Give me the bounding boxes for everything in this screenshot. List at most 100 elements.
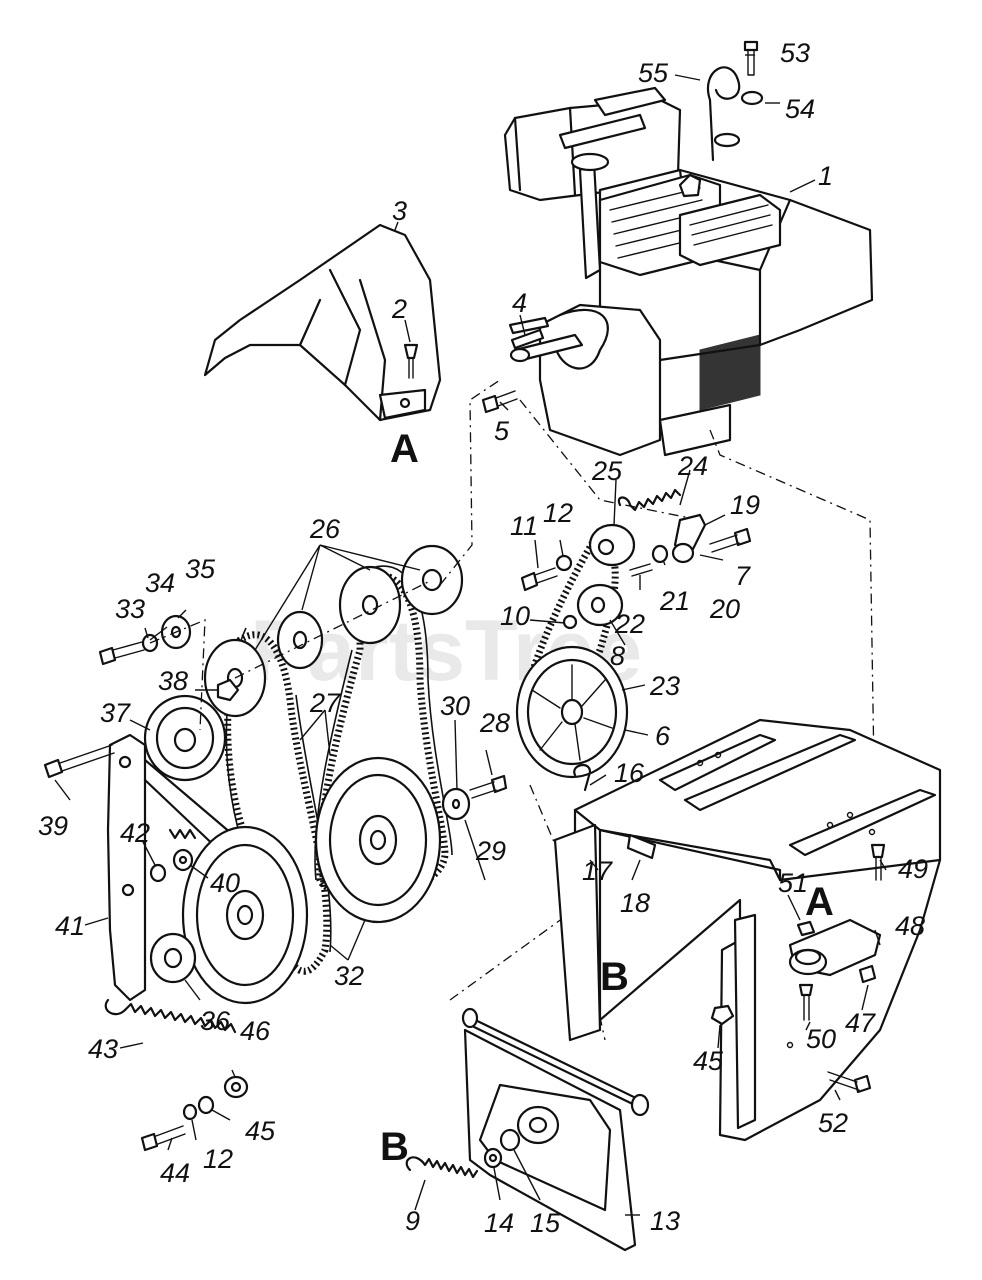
pulley-26-c: [338, 565, 402, 645]
callout-48: 48: [895, 911, 925, 941]
callout-37: 37: [100, 698, 131, 728]
washer-30: [441, 787, 471, 821]
bolt-47: [858, 964, 877, 984]
bolt-22: [629, 563, 653, 577]
callout-51: 51: [778, 868, 808, 898]
callout-12-left: 12: [203, 1144, 233, 1174]
belt-left: [224, 631, 331, 975]
spring: [168, 828, 197, 840]
bracket-48: [788, 918, 882, 977]
callout-19: 19: [730, 490, 760, 520]
spring-24: [617, 488, 682, 512]
pulley-6: [515, 645, 629, 779]
callout-45-right: 45: [693, 1046, 724, 1076]
callout-23: 23: [649, 671, 680, 701]
spacer-18: [626, 833, 657, 860]
callout-36: 36: [200, 1006, 231, 1036]
callout-24: 24: [677, 451, 708, 481]
callout-33: 33: [115, 594, 145, 624]
callout-35: 35: [185, 554, 216, 584]
callout-50: 50: [806, 1024, 836, 1054]
callout-21: 21: [659, 586, 690, 616]
idler-pulley-37: [143, 694, 227, 782]
spring-9: [405, 1156, 479, 1179]
leader-lines: [54, 54, 887, 1216]
callout-52: 52: [818, 1108, 848, 1138]
bolt-4: [510, 328, 545, 350]
belt-right: [315, 571, 449, 899]
callout-44: 44: [160, 1158, 190, 1188]
callout-54: 54: [785, 94, 815, 124]
marker-b-right: B: [600, 955, 629, 999]
callouts: 1 2 3 4 5 6 7 8 9 10 11 12 12 12 13 14 1…: [38, 38, 928, 1238]
callout-3: 3: [392, 196, 407, 226]
callout-8: 8: [610, 641, 625, 671]
callout-13: 13: [650, 1206, 680, 1236]
washer-15: [499, 1128, 521, 1152]
callout-2: 2: [391, 294, 407, 324]
nut-46: [223, 1075, 249, 1099]
callout-30: 30: [440, 691, 470, 721]
frame: [553, 718, 942, 1142]
callout-39: 39: [38, 811, 68, 841]
callout-26: 26: [309, 514, 341, 544]
bolt-7: [709, 527, 752, 553]
callout-45-left: 45: [245, 1116, 276, 1146]
callout-41: 41: [55, 911, 85, 941]
callout-1: 1: [818, 161, 833, 191]
callout-25: 25: [591, 456, 623, 486]
nut-45-right: [710, 1004, 735, 1026]
lower-housing: [461, 1007, 650, 1252]
callout-27: 27: [309, 688, 341, 718]
callout-22: 22: [614, 609, 645, 639]
callout-11: 11: [510, 511, 538, 541]
callout-4: 4: [512, 288, 527, 318]
washer-12-mid: [555, 554, 573, 572]
callout-15: 15: [530, 1208, 561, 1238]
callout-47: 47: [845, 1008, 876, 1038]
callout-5: 5: [494, 416, 510, 446]
pulley-32-right: [314, 756, 442, 924]
callout-28: 28: [479, 708, 510, 738]
belt-23: [521, 523, 619, 712]
nut-38: [216, 678, 240, 702]
callout-14: 14: [484, 1208, 514, 1238]
handle-wire: [707, 66, 741, 162]
spring-43: [104, 998, 237, 1034]
bolt-11: [520, 567, 558, 592]
pulley-32-left: [181, 825, 309, 1005]
bolt-53: [743, 40, 759, 76]
bolt-28: [469, 774, 508, 799]
callout-10: 10: [500, 601, 530, 631]
pulley-8: [576, 583, 624, 627]
callout-32: 32: [334, 961, 364, 991]
callout-20: 20: [709, 594, 740, 624]
callout-12-mid: 12: [543, 498, 573, 528]
callout-38: 38: [158, 666, 188, 696]
callout-9: 9: [405, 1206, 420, 1236]
nut-14: [483, 1147, 503, 1169]
callout-42: 42: [120, 818, 150, 848]
engine: [503, 86, 874, 457]
callout-49: 49: [898, 854, 928, 884]
marker-a-lower: A: [805, 880, 834, 924]
callout-55: 55: [638, 58, 669, 88]
screw-2: [403, 343, 419, 379]
callout-53: 53: [780, 38, 810, 68]
callout-46: 46: [240, 1016, 271, 1046]
bolt-44: [140, 1125, 186, 1152]
marker-b-lower: B: [380, 1125, 409, 1169]
nut-40: [172, 848, 194, 872]
bolt-49: [870, 843, 886, 881]
bolt-5: [481, 390, 518, 414]
clip-16: [573, 763, 592, 792]
idler-pulley-36: [149, 932, 197, 984]
callout-34: 34: [145, 568, 175, 598]
callout-7: 7: [735, 561, 751, 591]
callout-40: 40: [210, 868, 240, 898]
nut-42: [149, 863, 167, 883]
callout-17: 17: [582, 856, 613, 886]
washer-20: [671, 542, 695, 564]
washer-12-left: [182, 1103, 198, 1121]
